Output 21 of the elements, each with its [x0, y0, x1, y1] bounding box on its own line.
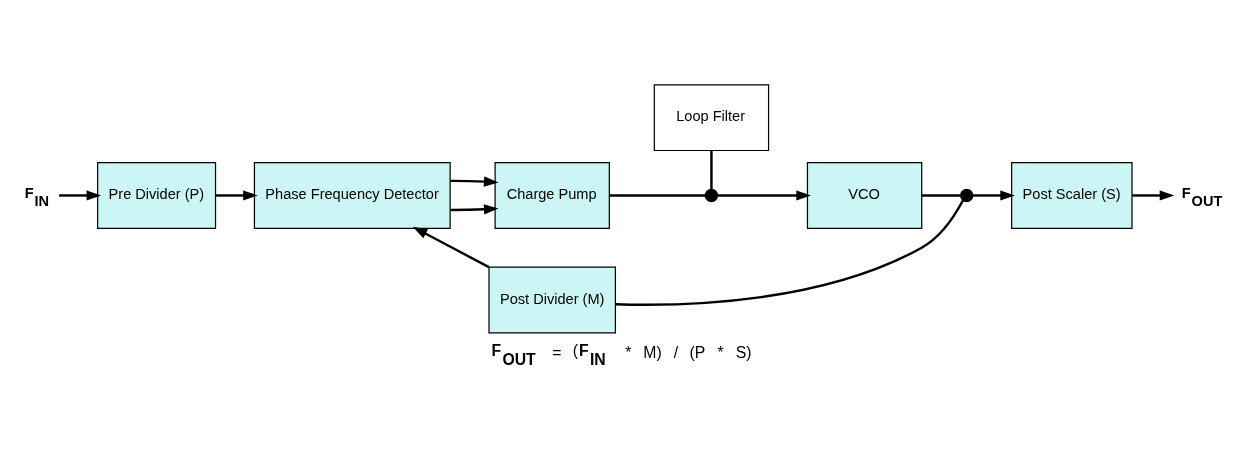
arrow: [972, 190, 1015, 201]
node-box: Post Divider (M): [488, 266, 617, 334]
connector: [710, 150, 713, 190]
node-box: Loop Filter: [653, 84, 770, 152]
arrow: [59, 190, 102, 201]
arrow: [1132, 190, 1175, 201]
connector: [922, 194, 961, 197]
connector: [615, 199, 964, 306]
node-box: VCO: [806, 162, 923, 229]
node-box: Post Scaler (S): [1011, 162, 1133, 229]
node-box: Phase Frequency Detector: [253, 162, 451, 229]
arrow: [450, 204, 499, 215]
node-circle: [704, 188, 719, 203]
node-box: Pre Divider (P): [97, 162, 217, 229]
arrow: [215, 190, 258, 201]
connector: [609, 194, 706, 197]
node-box: Charge Pump: [494, 162, 610, 229]
arrow: [717, 190, 811, 201]
arrow: [412, 226, 490, 269]
arrow: [450, 176, 499, 187]
node-circle: [960, 188, 974, 203]
